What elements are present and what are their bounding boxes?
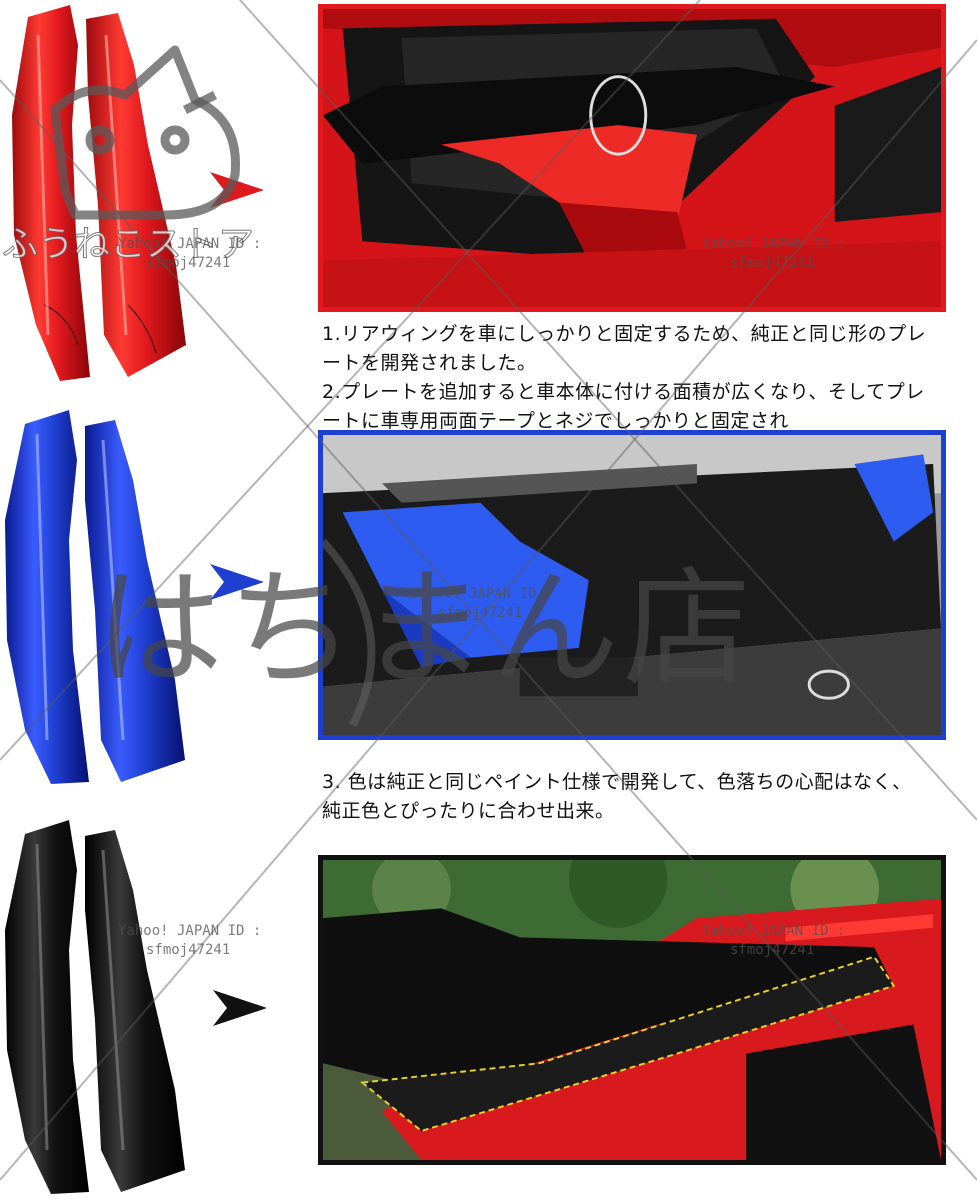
shop-name-watermark: はちまん店 xyxy=(95,555,756,704)
blue-spoiler-photo xyxy=(318,430,946,740)
description-block-1: 1.リアウィングを車にしっかりと固定するため、純正と同じ形のプレ ートを開発され… xyxy=(322,320,974,436)
description-line: ートに車専用両面テープとネジでしっかりと固定され xyxy=(322,410,789,432)
arrow-right-icon xyxy=(213,986,267,1030)
description-line: 2.プレートを追加すると車本体に付ける面積が広くなり、そしてプレ xyxy=(322,381,925,403)
yahoo-id-value: sfmoj47241 xyxy=(730,942,815,958)
yahoo-id-label: Yahoo! JAPAN ID : xyxy=(702,923,846,939)
yahoo-id-value: sfmoj47241 xyxy=(146,942,231,958)
yahoo-id-label: Yahoo! JAPAN ID : xyxy=(118,236,262,252)
description-line: ートを開発されました。 xyxy=(322,352,537,374)
store-watermark: ふうねこストア xyxy=(1,224,255,266)
red-spoiler-photo xyxy=(318,4,946,312)
description-block-2: 3. 色は純正と同じペイント仕様で開発して、色落ちの心配はなく、 純正色とぴった… xyxy=(322,768,974,826)
arrow-right-icon xyxy=(210,560,264,604)
yahoo-id-label: Yahoo! JAPAN ID : xyxy=(410,586,554,602)
description-line: 純正色とぴったりに合わせ出来。 xyxy=(322,800,615,822)
blue-plate-pair-image xyxy=(3,410,188,785)
black-plate-pair-image xyxy=(3,820,188,1195)
black-spoiler-photo xyxy=(318,855,946,1165)
yahoo-id-watermark: Yahoo! JAPAN ID : sfmoj47241 xyxy=(702,922,845,960)
cat-mascot-icon xyxy=(25,40,255,230)
yahoo-id-label: Yahoo! JAPAN ID : xyxy=(118,923,262,939)
description-line: 3. 色は純正と同じペイント仕様で開発して、色落ちの心配はなく、 xyxy=(322,771,912,793)
yahoo-id-value: sfmoj47241 xyxy=(730,255,815,271)
description-line: 1.リアウィングを車にしっかりと固定するため、純正と同じ形のプレ xyxy=(322,323,927,345)
yahoo-id-value: sfmoj47241 xyxy=(438,605,523,621)
yahoo-id-label: Yahoo! JAPAN ID : xyxy=(702,236,846,252)
yahoo-id-watermark: Yahoo! JAPAN ID : sfmoj47241 xyxy=(410,585,553,623)
yahoo-id-watermark: Yahoo! JAPAN ID : sfmoj47241 xyxy=(702,235,845,273)
yahoo-id-value: sfmoj47241 xyxy=(146,255,231,271)
yahoo-id-watermark: Yahoo! JAPAN ID : sfmoj47241 xyxy=(118,922,261,960)
yahoo-id-watermark: Yahoo! JAPAN ID : sfmoj47241 xyxy=(118,235,261,273)
